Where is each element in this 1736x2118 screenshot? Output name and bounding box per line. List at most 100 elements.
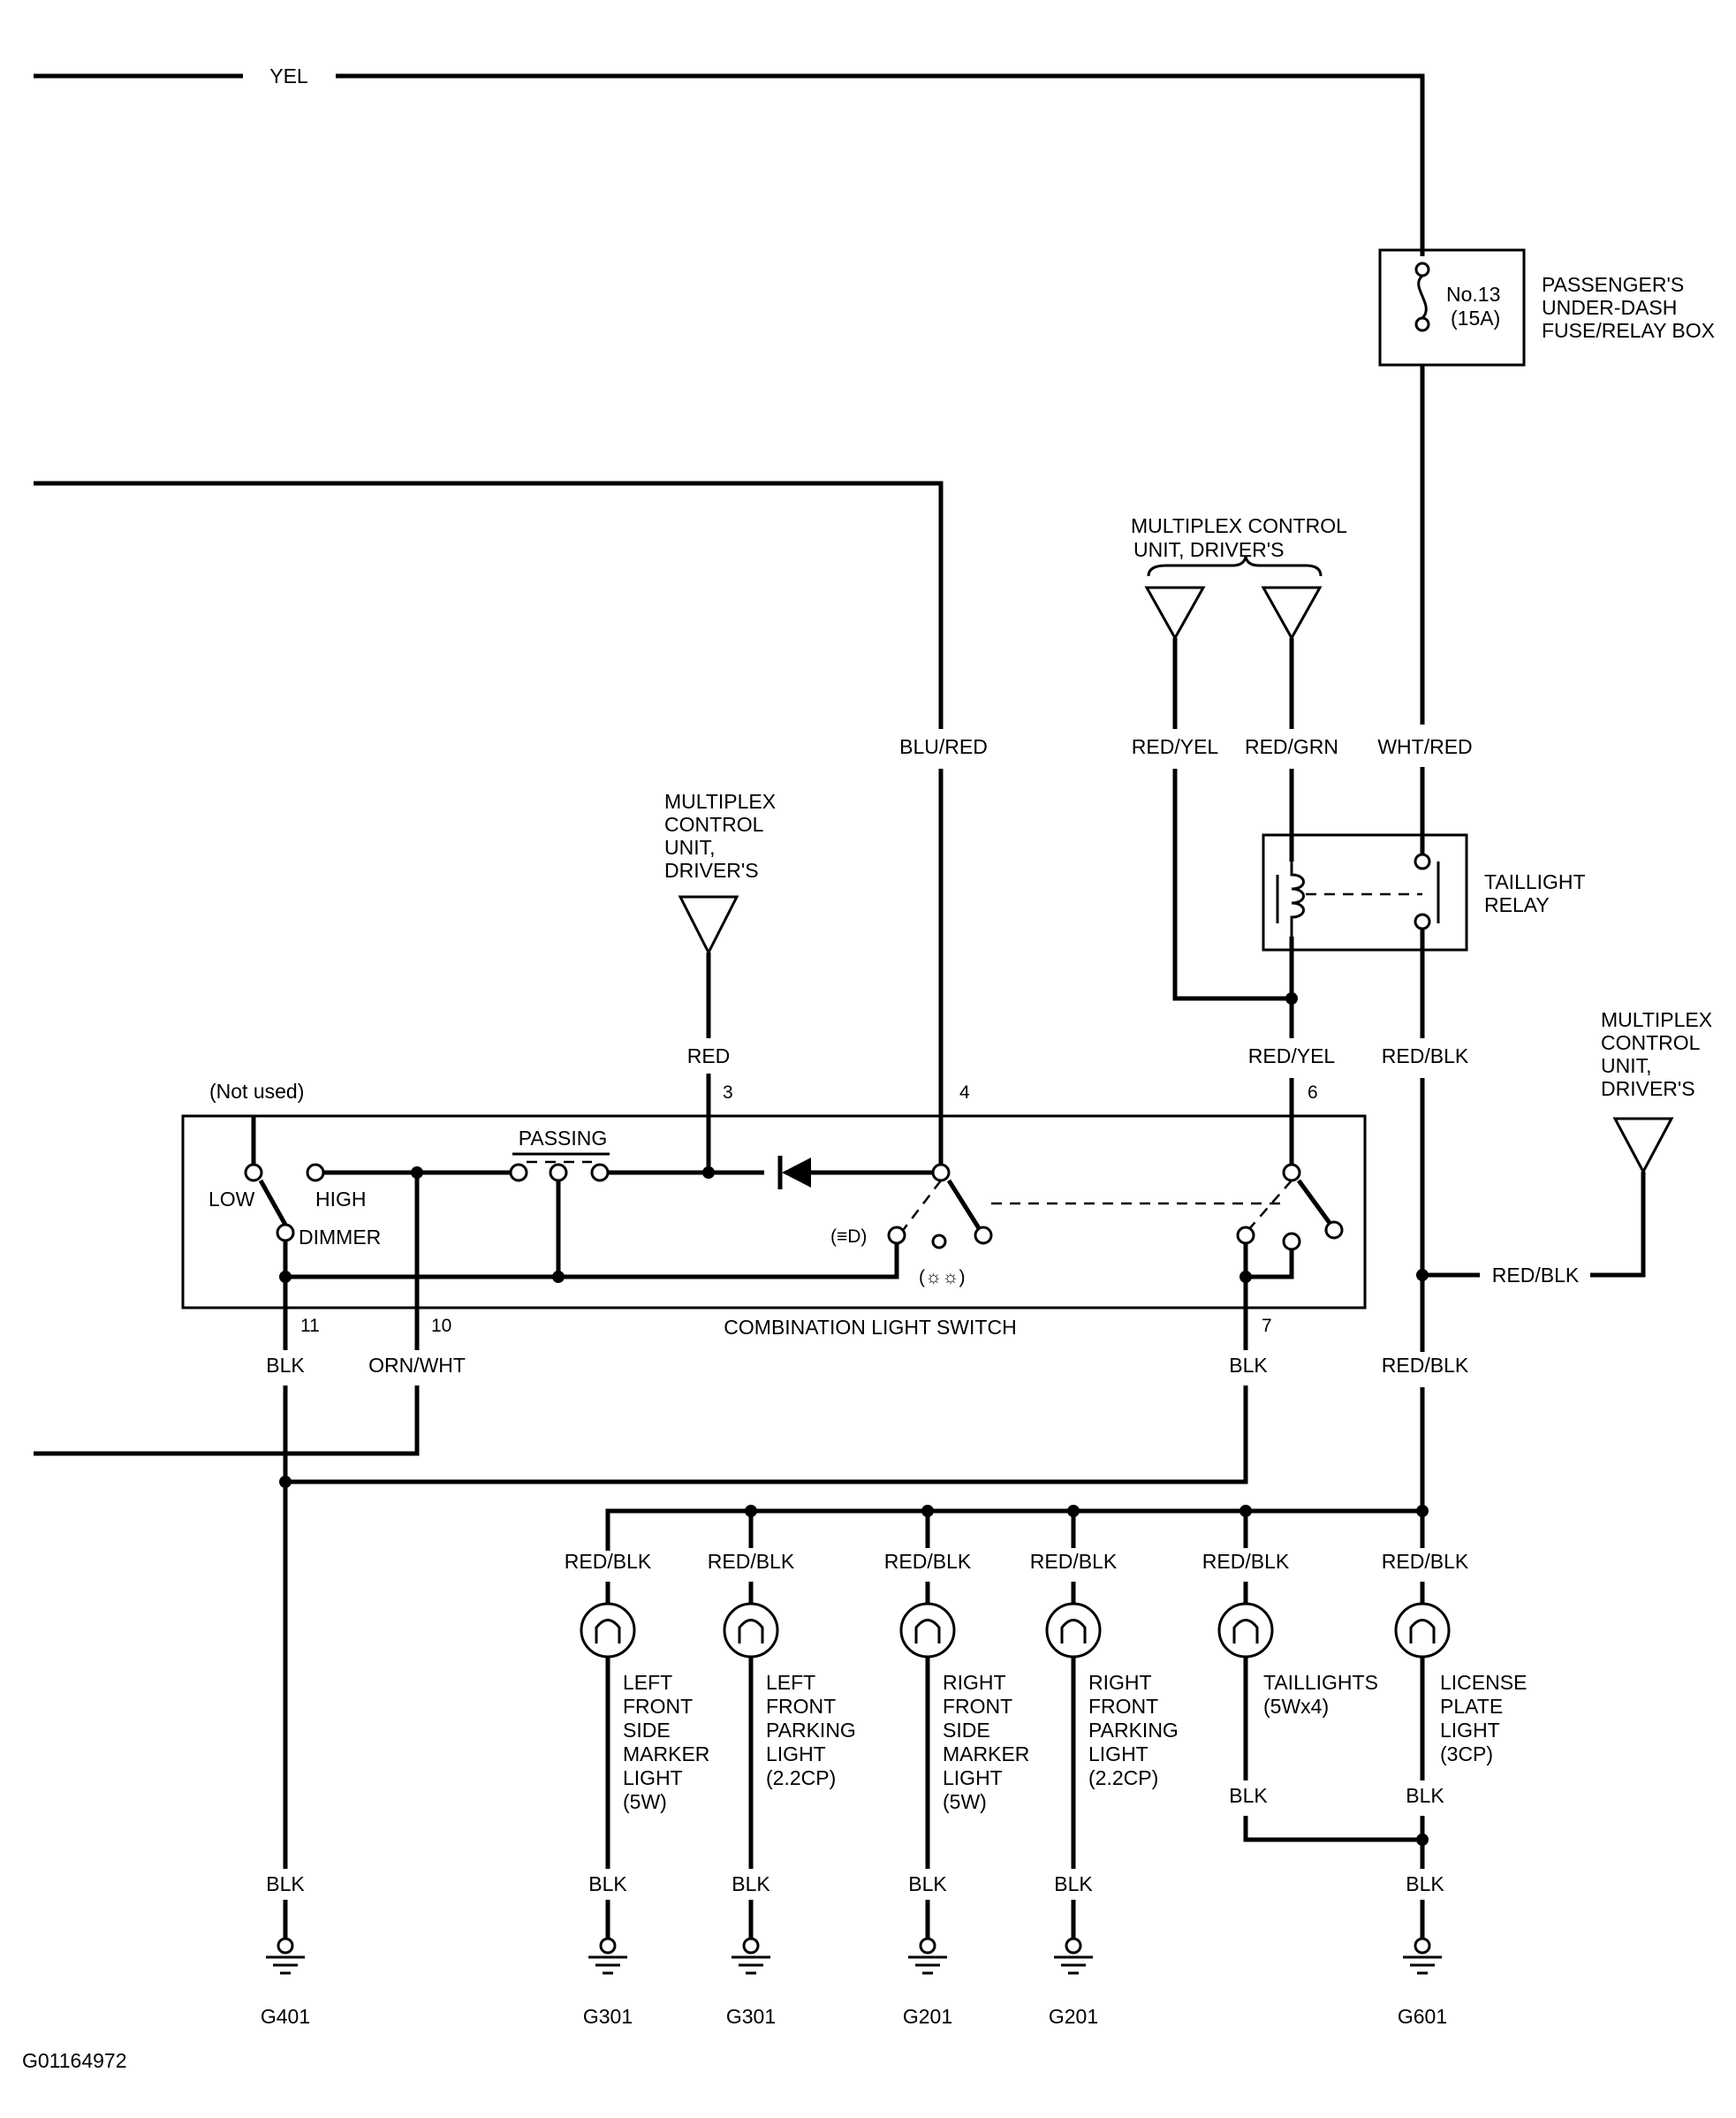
mcu-right-label-3: UNIT, — [1601, 1054, 1652, 1077]
switch-pin-7: 7 — [1262, 1316, 1272, 1336]
bulb-label: MARKER — [623, 1742, 709, 1765]
bulb-wire-label: RED/BLK — [1382, 1550, 1469, 1573]
bulb-label: FRONT — [766, 1695, 836, 1718]
bulb-label: LIGHT — [943, 1766, 1003, 1789]
wire-label-blk-g401: BLK — [266, 1872, 305, 1895]
taillight-switch-blade-1 — [1247, 1180, 1293, 1231]
light-switch-park-terminal — [887, 1226, 906, 1245]
bulb-label: (5Wx4) — [1263, 1695, 1329, 1718]
bulb-ground-wire-label: BLK — [1229, 1784, 1268, 1807]
light-switch-park-symbol: (≡D) — [830, 1226, 867, 1247]
ground-label: G601 — [1398, 2005, 1447, 2028]
bulb-label: LIGHT — [766, 1742, 826, 1765]
fuse-name: No.13 — [1446, 283, 1500, 306]
mcu-right-label-4: DRIVER'S — [1601, 1077, 1695, 1100]
junction-taillight-ground — [1416, 1833, 1429, 1846]
wire-label-red-blk-1: RED/BLK — [1382, 1044, 1469, 1067]
bulb-label: FRONT — [623, 1695, 693, 1718]
bulb-wire-label: RED/BLK — [1030, 1550, 1118, 1573]
wire-label-blk-pin11: BLK — [266, 1354, 305, 1377]
bulb-right-front-parking: RED/BLK RIGHT FRONT PARKING LIGHT (2.2CP… — [1030, 1511, 1179, 1895]
dimmer-low-terminal — [244, 1163, 263, 1182]
bulb-icon — [1045, 1602, 1102, 1659]
bulb-wire-label: RED/BLK — [565, 1550, 652, 1573]
bulb-ground-wire-label: BLK — [908, 1872, 947, 1895]
ground-label: G401 — [261, 2005, 310, 2028]
bulb-label: LEFT — [623, 1671, 672, 1694]
relay-coil — [1290, 862, 1305, 937]
wire-orn-wht — [34, 1173, 420, 1456]
mcu-left-label-2: CONTROL — [664, 813, 764, 836]
mcu-right-label-2: CONTROL — [1601, 1031, 1701, 1054]
wire-label-yel: YEL — [269, 65, 308, 87]
bulb-label: (2.2CP) — [766, 1766, 836, 1789]
diode-icon — [782, 1158, 811, 1188]
bulb-label: RIGHT — [943, 1671, 1006, 1694]
light-switch-common-terminal — [931, 1163, 951, 1182]
figure-id: G01164972 — [22, 2049, 127, 2072]
ground-g301-b: G301 — [726, 1900, 776, 2028]
junction-passing-ground — [552, 1271, 565, 1283]
wire-label-red-blk-mcu: RED/BLK — [1492, 1264, 1580, 1287]
bulb-label: LIGHT — [1088, 1742, 1148, 1765]
wire-pin7-ground — [1243, 1243, 1294, 1279]
bulb-icon — [899, 1602, 956, 1659]
mcu-top-brace — [1147, 556, 1323, 577]
light-switch-blade-1 — [900, 1180, 942, 1234]
ground-label: G201 — [1049, 2005, 1098, 2028]
passing-terminal-1 — [509, 1163, 528, 1182]
ground-g301-a: G301 — [583, 1900, 633, 2028]
bulb-label: FRONT — [943, 1695, 1012, 1718]
wire-label-red: RED — [687, 1044, 731, 1067]
dimmer-high-terminal — [306, 1163, 325, 1182]
relay-label-1: TAILLIGHT — [1484, 870, 1586, 893]
ground-label: G201 — [903, 2005, 952, 2028]
taillight-switch-terminal-b — [1282, 1232, 1301, 1251]
bulb-wire-label: RED/BLK — [708, 1550, 795, 1573]
bulb-label: PARKING — [766, 1719, 856, 1742]
ground-label: G301 — [583, 2005, 633, 2028]
ground-label: G301 — [726, 2005, 776, 2028]
relay-wires-inside — [1289, 929, 1425, 998]
combination-light-switch-box — [181, 1114, 1367, 1310]
bulb-label: PLATE — [1440, 1695, 1503, 1718]
mcu-top-connector-1 — [1144, 586, 1206, 641]
mcu-right-label-1: MULTIPLEX — [1601, 1008, 1712, 1031]
wire-red-blk-bulb-bus — [605, 1508, 1422, 1551]
bulb-left-front-parking: RED/BLK LEFT FRONT PARKING LIGHT (2.2CP)… — [708, 1511, 856, 1895]
switch-pin-6: 6 — [1308, 1082, 1318, 1103]
ground-g401: G401 — [261, 1900, 310, 2028]
mcu-left-label-4: DRIVER'S — [664, 859, 759, 882]
fuse-terminal-top — [1414, 262, 1430, 277]
fuse-terminal-bottom — [1414, 316, 1430, 332]
bulb-ground-wire-label: BLK — [1054, 1872, 1093, 1895]
wire-label-blk-pin7: BLK — [1229, 1354, 1268, 1377]
relay-contact-top — [1414, 853, 1431, 870]
ground-g201-a: G201 — [903, 1900, 952, 2028]
switch-pin-11: 11 — [300, 1316, 320, 1336]
wire-label-red-blk-2: RED/BLK — [1382, 1354, 1469, 1377]
bulb-label: SIDE — [623, 1719, 671, 1742]
taillight-relay-box — [1262, 833, 1468, 952]
bulb-label: LIGHT — [623, 1766, 683, 1789]
bulb-right-front-side-marker: RED/BLK RIGHT FRONT SIDE MARKER LIGHT (5… — [884, 1511, 1029, 1895]
bulb-icon — [723, 1602, 779, 1659]
bulb-label: RIGHT — [1088, 1671, 1152, 1694]
switch-pin-4: 4 — [959, 1082, 970, 1103]
fuse-box-label-1: PASSENGER'S — [1542, 273, 1684, 296]
bulb-ground-wire-label: BLK — [1406, 1784, 1444, 1807]
bulb-taillights: RED/BLK TAILLIGHTS (5Wx4) BLK — [1202, 1511, 1422, 1842]
bulb-label: LEFT — [766, 1671, 815, 1694]
mcu-top-label-2: UNIT, DRIVER'S — [1133, 538, 1285, 561]
light-switch-off-terminal — [931, 1234, 947, 1249]
relay-label-2: RELAY — [1484, 893, 1550, 916]
bulb-ground-wire-label: BLK — [1406, 1872, 1444, 1895]
bulb-left-front-side-marker: RED/BLK LEFT FRONT SIDE MARKER LIGHT (5W… — [565, 1511, 709, 1895]
bulb-license-plate: RED/BLK LICENSE PLATE LIGHT (3CP) BLK BL… — [1382, 1511, 1527, 1895]
fuse-box-label-2: UNDER-DASH — [1542, 296, 1677, 319]
mcu-left-label-1: MULTIPLEX — [664, 790, 776, 813]
switch-name: COMBINATION LIGHT SWITCH — [724, 1316, 1016, 1339]
mcu-left-label-3: UNIT, — [664, 836, 716, 859]
dimmer-label: DIMMER — [299, 1226, 381, 1249]
